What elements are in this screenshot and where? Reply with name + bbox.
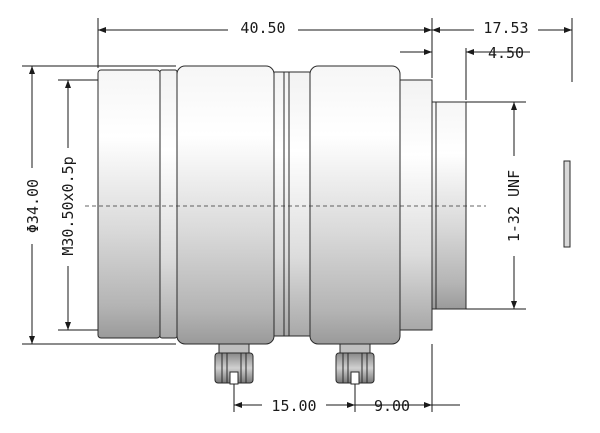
flange-profile <box>563 160 571 248</box>
dim-front-thread: M30.50x0.5p <box>57 79 98 331</box>
lens-body <box>97 65 467 345</box>
dim-outer-diameter: Φ34.00 <box>22 65 176 345</box>
dim-front-thread-label: M30.50x0.5p <box>59 156 77 255</box>
dim-mount-flange: 4.50 <box>400 44 530 100</box>
dim-mount-thread-label: 1-32 UNF <box>505 170 523 242</box>
mount-thread <box>431 101 467 310</box>
dim-mount-flange-label: 4.50 <box>488 44 524 62</box>
locking-screw-left <box>214 343 254 385</box>
dim-screw-to-end-label: 9.00 <box>374 397 410 415</box>
focus-ring <box>176 65 275 345</box>
iris-ring <box>309 65 401 345</box>
dim-rear-length-label: 17.53 <box>483 19 528 37</box>
middle-groove <box>273 71 311 337</box>
front-ring <box>97 69 161 339</box>
dim-mount-thread: 1-32 UNF <box>466 101 526 310</box>
dim-rear-length: 17.53 <box>432 18 573 82</box>
dim-overall-length: 40.50 <box>97 18 433 78</box>
dim-screw-spacing: 15.00 <box>233 384 356 415</box>
dim-overall-length-label: 40.50 <box>240 19 285 37</box>
dim-outer-diameter-label: Φ34.00 <box>24 179 42 233</box>
rear-body <box>399 79 433 331</box>
dim-screw-to-end: 9.00 <box>355 344 460 415</box>
front-collar <box>159 69 178 339</box>
dim-screw-spacing-label: 15.00 <box>271 397 316 415</box>
locking-screw-right <box>335 343 375 385</box>
